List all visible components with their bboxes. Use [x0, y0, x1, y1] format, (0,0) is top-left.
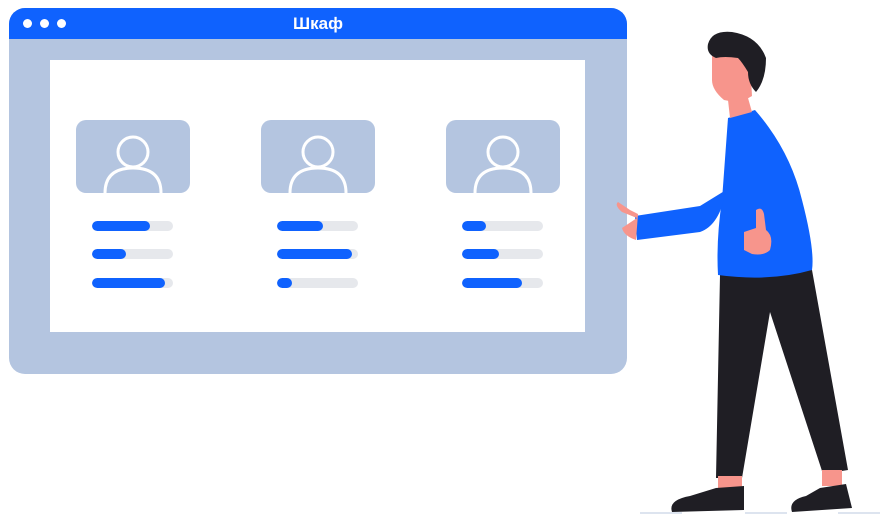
avatar [76, 120, 190, 193]
person-illustration [616, 31, 852, 512]
left-shoe [671, 486, 744, 512]
progress-bar [277, 249, 358, 259]
progress-fill [277, 221, 324, 231]
progress-bar [462, 278, 543, 288]
content-panel [50, 60, 585, 332]
arm [635, 190, 726, 240]
user-icon [288, 135, 348, 193]
hand [616, 202, 638, 240]
window-title: Шкаф [293, 14, 343, 33]
window-control-dot[interactable] [57, 19, 66, 28]
progress-bar [92, 249, 173, 259]
user-icon [103, 135, 163, 193]
progress-bar [277, 278, 358, 288]
shirt [717, 110, 813, 278]
progress-fill [92, 249, 127, 259]
ground-line [640, 512, 682, 514]
left-ankle [718, 476, 742, 490]
progress-fill [277, 249, 352, 259]
thumbs-up-hand [744, 208, 772, 255]
progress-fill [462, 249, 500, 259]
title-bar: Шкаф [9, 8, 627, 39]
avatar [261, 120, 375, 193]
pants [716, 270, 848, 478]
progress-fill [277, 278, 292, 288]
progress-bar [462, 249, 543, 259]
right-shoe [791, 484, 852, 512]
window-control-dot[interactable] [40, 19, 49, 28]
avatar [446, 120, 560, 193]
progress-fill [462, 221, 487, 231]
hair [707, 31, 766, 92]
right-ankle [822, 470, 842, 486]
progress-bar [92, 278, 173, 288]
ground-line [745, 512, 787, 514]
progress-fill [92, 221, 151, 231]
progress-bar [277, 221, 358, 231]
window-control-dot[interactable] [23, 19, 32, 28]
app-window: Шкаф [9, 8, 627, 374]
progress-fill [92, 278, 165, 288]
progress-fill [462, 278, 522, 288]
progress-bar [462, 221, 543, 231]
progress-bar [92, 221, 173, 231]
user-icon [473, 135, 533, 193]
ground-line [838, 512, 880, 514]
neck [728, 98, 752, 118]
